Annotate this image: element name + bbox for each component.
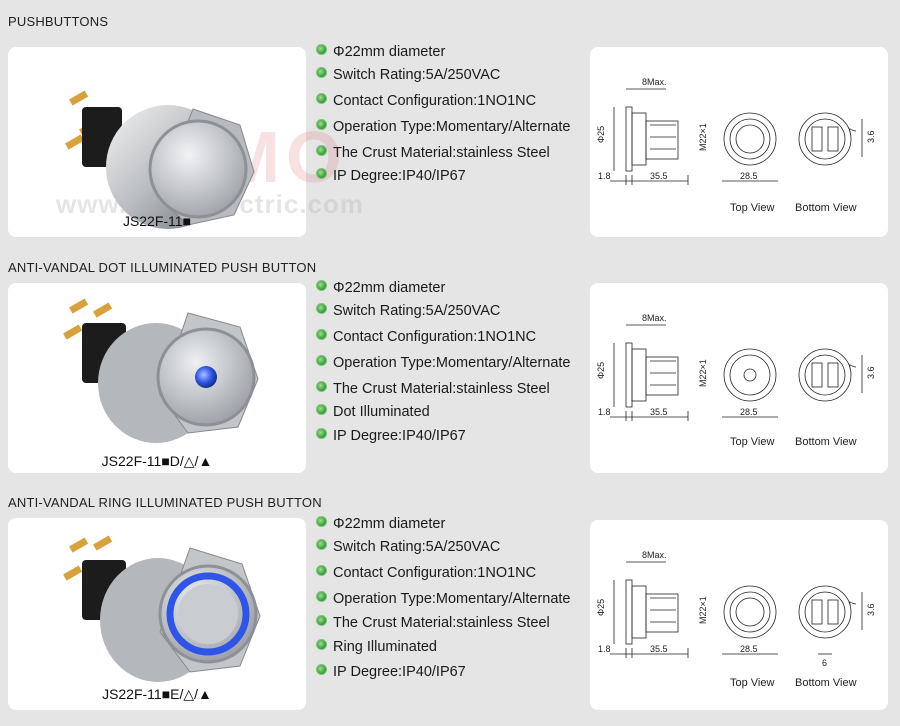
dim-5: 3.6	[866, 366, 876, 379]
dim-6: 6	[822, 658, 827, 668]
dim-1: 1.8	[598, 407, 611, 417]
product-photo-card: JS22F-11■E/△/▲	[8, 518, 306, 710]
dim-2: 35.5	[650, 407, 668, 417]
bullet-icon	[316, 404, 327, 415]
bottom-view-label: Bottom View	[795, 677, 857, 689]
model-number: JS22F-11■	[122, 213, 192, 229]
dim-3: 28.5	[740, 171, 758, 181]
product-photo-card: YUMO www.yumoelectric.com JS22F-11■	[8, 47, 363, 237]
spec-item: Contact Configuration:1NO1NC	[316, 329, 536, 345]
led-dot-icon	[195, 366, 217, 388]
bullet-icon	[316, 329, 327, 340]
bullet-icon	[316, 355, 327, 366]
dot-pushbutton-photo	[63, 298, 259, 443]
model-number: JS22F-11■D/△/▲	[101, 453, 213, 469]
spec-item: Contact Configuration:1NO1NC	[316, 93, 536, 109]
spec-item: The Crust Material:stainless Steel	[316, 381, 550, 397]
section-title-ring-illuminated: ANTI-VANDAL RING ILLUMINATED PUSH BUTTON	[8, 495, 322, 510]
bullet-icon	[316, 145, 327, 156]
dimension-drawing: 8Max. Φ25 M22×1 1.8 35.5 28.5 7 3.6 6 To…	[596, 550, 876, 689]
section-title-pushbuttons: PUSHBUTTONS	[8, 14, 109, 29]
dim-2: 35.5	[650, 171, 668, 181]
ring-pushbutton-photo	[63, 535, 261, 682]
bullet-icon	[316, 168, 327, 179]
bullet-icon	[316, 615, 327, 626]
spec-item: Φ22mm diameter	[316, 44, 445, 60]
bullet-icon	[316, 591, 327, 602]
model-number: JS22F-11■E/△/▲	[102, 686, 212, 702]
bullet-icon	[316, 280, 327, 291]
bullet-icon	[316, 516, 327, 527]
led-ring-icon	[166, 572, 250, 656]
spec-item: Operation Type:Momentary/Alternate	[316, 119, 571, 135]
dim-3: 28.5	[740, 644, 758, 654]
bullet-icon	[316, 565, 327, 576]
spec-item: Ring Illuminated	[316, 639, 437, 655]
spec-item: Switch Rating:5A/250VAC	[316, 67, 500, 83]
bullet-icon	[316, 639, 327, 650]
spec-item: IP Degree:IP40/IP67	[316, 428, 466, 444]
dim-4: 7	[848, 364, 858, 369]
dim-diameter: Φ25	[596, 126, 606, 143]
technical-drawing-card: 8Max. Φ25 M22×1 1.8 35.5 28.5 7 3.6 Top …	[590, 47, 888, 237]
bullet-icon	[316, 303, 327, 314]
spec-item: Φ22mm diameter	[316, 516, 445, 532]
spec-item: Operation Type:Momentary/Alternate	[316, 591, 571, 607]
dim-max: 8Max.	[642, 550, 667, 560]
bullet-icon	[316, 44, 327, 55]
dim-5: 3.6	[866, 130, 876, 143]
dim-max: 8Max.	[642, 77, 667, 87]
spec-item: The Crust Material:stainless Steel	[316, 615, 550, 631]
bottom-view-label: Bottom View	[795, 436, 857, 448]
spec-item: Contact Configuration:1NO1NC	[316, 565, 536, 581]
product-photo-card: JS22F-11■D/△/▲	[8, 283, 306, 473]
spec-item: IP Degree:IP40/IP67	[316, 168, 466, 184]
spec-item: The Crust Material:stainless Steel	[316, 145, 550, 161]
spec-item: Dot Illuminated	[316, 404, 430, 420]
dim-3: 28.5	[740, 407, 758, 417]
spec-item: IP Degree:IP40/IP67	[316, 664, 466, 680]
spec-item: Switch Rating:5A/250VAC	[316, 539, 500, 555]
technical-drawing-card: 8Max. Φ25 M22×1 1.8 35.5 28.5 7 3.6 Top …	[590, 283, 888, 473]
bullet-icon	[316, 428, 327, 439]
bottom-view-label: Bottom View	[795, 202, 857, 214]
dimension-drawing: 8Max. Φ25 M22×1 1.8 35.5 28.5 7 3.6 Top …	[596, 77, 876, 214]
dim-1: 1.8	[598, 644, 611, 654]
dim-thread: M22×1	[698, 359, 708, 387]
bullet-icon	[316, 93, 327, 104]
bullet-icon	[316, 119, 327, 130]
bullet-icon	[316, 664, 327, 675]
spec-item: Operation Type:Momentary/Alternate	[316, 355, 571, 371]
dim-1: 1.8	[598, 171, 611, 181]
top-view-label: Top View	[730, 436, 774, 448]
spec-item: Switch Rating:5A/250VAC	[316, 303, 500, 319]
top-view-label: Top View	[730, 202, 774, 214]
dim-thread: M22×1	[698, 123, 708, 151]
technical-drawing-card: 8Max. Φ25 M22×1 1.8 35.5 28.5 7 3.6 6 To…	[590, 520, 888, 710]
dim-diameter: Φ25	[596, 362, 606, 379]
dim-5: 3.6	[866, 603, 876, 616]
bullet-icon	[316, 539, 327, 550]
section-title-dot-illuminated: ANTI-VANDAL DOT ILLUMINATED PUSH BUTTON	[8, 260, 317, 275]
bullet-icon	[316, 67, 327, 78]
dim-max: 8Max.	[642, 313, 667, 323]
dim-2: 35.5	[650, 644, 668, 654]
dim-4: 7	[848, 601, 858, 606]
top-view-label: Top View	[730, 677, 774, 689]
spec-item: Φ22mm diameter	[316, 280, 445, 296]
dim-diameter: Φ25	[596, 599, 606, 616]
pushbutton-photo	[65, 90, 255, 229]
bullet-icon	[316, 381, 327, 392]
dimension-drawing: 8Max. Φ25 M22×1 1.8 35.5 28.5 7 3.6 Top …	[596, 313, 876, 448]
dim-thread: M22×1	[698, 596, 708, 624]
dim-4: 7	[848, 128, 858, 133]
